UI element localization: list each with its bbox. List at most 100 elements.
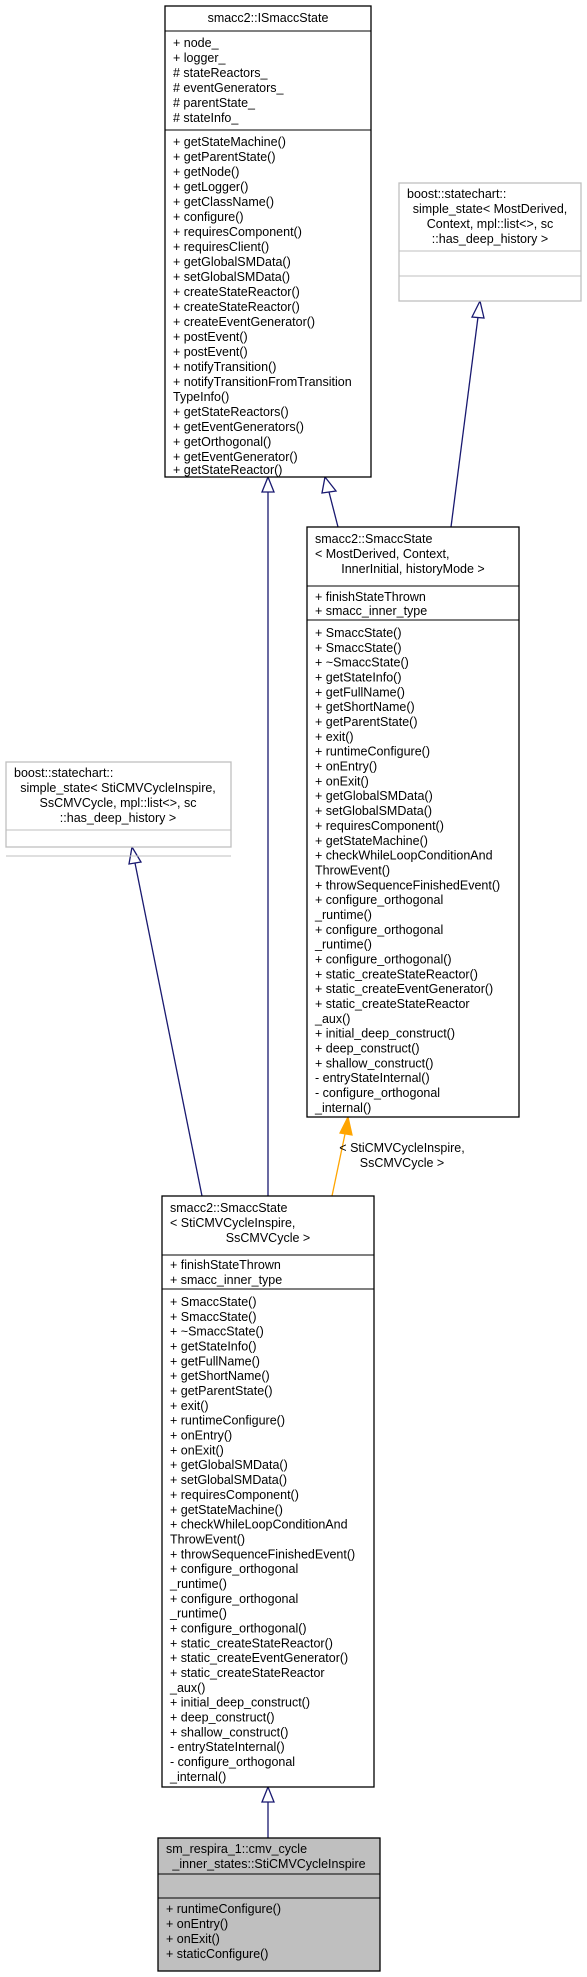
method: + configure() [173, 210, 244, 224]
edge-smacc-template-to-boost-template [450, 316, 479, 528]
method: + getNode() [173, 165, 239, 179]
method: + getStateMachine() [315, 834, 428, 848]
method: ThrowEvent() [170, 1532, 245, 1546]
class-title: < MostDerived, Context, [315, 547, 449, 561]
class-boost-simple-state-instance: boost::statechart:: simple_state< StiCMV… [5, 761, 232, 857]
method: - entryStateInternal() [315, 1071, 430, 1085]
method: _runtime() [314, 908, 372, 922]
method: - configure_orthogonal [315, 1086, 440, 1100]
arrowhead-ismacc-from-template [321, 475, 338, 494]
attribute: # stateReactors_ [173, 66, 269, 80]
method: + setGlobalSMData() [315, 804, 432, 818]
method: + staticConfigure() [166, 1947, 268, 1961]
method: + createEventGenerator() [173, 315, 315, 329]
method: + getLogger() [173, 180, 248, 194]
method: + ~SmaccState() [170, 1325, 264, 1339]
method: + requiresComponent() [170, 1488, 299, 1502]
class-title: SsCMVCycle, mpl::list<>, sc [40, 796, 197, 810]
method: + runtimeConfigure() [166, 1902, 281, 1916]
inheritance-edges [128, 299, 485, 1838]
method: _aux() [314, 1012, 350, 1026]
class-title: SsCMVCycle > [226, 1231, 310, 1245]
method: + static_createEventGenerator() [315, 982, 493, 996]
class-sti-cmv-cycle-inspire: sm_respira_1::cmv_cycle _inner_states::S… [157, 1837, 381, 1972]
class-title: ::has_deep_history > [60, 811, 176, 825]
method: _internal() [314, 1101, 371, 1115]
method-list: + SmaccState()+ SmaccState()+ ~SmaccStat… [169, 1295, 355, 1784]
method: + getStateReactors() [173, 405, 289, 419]
edge-label-line: SsCMVCycle > [360, 1156, 444, 1170]
method: + static_createStateReactor() [315, 967, 478, 981]
method: + onExit() [170, 1443, 224, 1457]
method: + getStateReactor() [173, 463, 282, 477]
method: - entryStateInternal() [170, 1740, 285, 1754]
class-title: simple_state< MostDerived, [413, 202, 568, 216]
method: TypeInfo() [173, 390, 229, 404]
method: + getFullName() [170, 1354, 260, 1368]
method: + getParentState() [170, 1384, 273, 1398]
method: + getOrthogonal() [173, 435, 271, 449]
class-title: simple_state< StiCMVCycleInspire, [20, 781, 216, 795]
method: _internal() [169, 1770, 226, 1784]
method: + static_createStateReactor [170, 1666, 325, 1680]
method: + postEvent() [173, 330, 248, 344]
method: + deep_construct() [170, 1711, 275, 1725]
attribute: + finishStateThrown [170, 1258, 281, 1272]
method: + ~SmaccState() [315, 656, 409, 670]
method: + getEventGenerator() [173, 450, 298, 464]
method: + configure_orthogonal() [170, 1621, 307, 1635]
class-title: Context, mpl::list<>, sc [427, 217, 553, 231]
method: + exit() [315, 730, 354, 744]
attribute: # stateInfo_ [173, 111, 239, 125]
method: + configure_orthogonal [315, 923, 443, 937]
method: + checkWhileLoopConditionAnd [315, 849, 493, 863]
method: + checkWhileLoopConditionAnd [170, 1518, 348, 1532]
method: + exit() [170, 1399, 209, 1413]
class-title: ::has_deep_history > [432, 232, 548, 246]
method: + getStateMachine() [170, 1503, 283, 1517]
edge-smacc-inst-to-boost-inst [134, 862, 203, 1197]
class-title: _inner_states::StiCMVCycleInspire [171, 1857, 365, 1871]
method: _runtime() [169, 1607, 227, 1621]
method: + onEntry() [170, 1429, 232, 1443]
attribute: + node_ [173, 36, 220, 50]
method: + shallow_construct() [315, 1056, 433, 1070]
method: + setGlobalSMData() [173, 270, 290, 284]
method: + setGlobalSMData() [170, 1473, 287, 1487]
method: + getParentState() [315, 715, 418, 729]
method: + createStateReactor() [173, 285, 300, 299]
method: + requiresComponent() [173, 225, 302, 239]
method: + getGlobalSMData() [173, 255, 291, 269]
edge-template-binding [331, 1133, 346, 1197]
method: + runtimeConfigure() [315, 745, 430, 759]
attribute: + smacc_inner_type [170, 1273, 282, 1287]
method: + notifyTransition() [173, 360, 276, 374]
method: + initial_deep_construct() [315, 1027, 455, 1041]
method: + configure_orthogonal [315, 893, 443, 907]
method: _runtime() [169, 1577, 227, 1591]
method: + onExit() [166, 1932, 220, 1946]
edge-label-template-binding: < StiCMVCycleInspire, SsCMVCycle > [339, 1141, 464, 1170]
method: + postEvent() [173, 345, 248, 359]
class-title: < StiCMVCycleInspire, [170, 1216, 295, 1230]
class-title: smacc2::SmaccState [315, 532, 432, 546]
method-list: + SmaccState()+ SmaccState()+ ~SmaccStat… [314, 626, 500, 1115]
method: + throwSequenceFinishedEvent() [170, 1547, 355, 1561]
method: + getStateInfo() [315, 671, 402, 685]
class-title: smacc2::ISmaccState [208, 11, 329, 25]
class-boost-simple-state-template: boost::statechart:: simple_state< MostDe… [398, 182, 582, 302]
method: _aux() [169, 1681, 205, 1695]
class-ismacc-state: smacc2::ISmaccState + node_ + logger_ # … [164, 5, 372, 478]
method: + initial_deep_construct() [170, 1696, 310, 1710]
method: + getShortName() [170, 1369, 270, 1383]
method: + runtimeConfigure() [170, 1414, 285, 1428]
attribute: + smacc_inner_type [315, 604, 427, 618]
arrowhead-boost-template [470, 299, 485, 319]
class-title: smacc2::SmaccState [170, 1201, 287, 1215]
class-title: sm_respira_1::cmv_cycle [166, 1842, 307, 1856]
method: + getParentState() [173, 150, 276, 164]
attribute: + logger_ [173, 51, 227, 65]
method: + getFullName() [315, 685, 405, 699]
method: + getGlobalSMData() [315, 789, 433, 803]
